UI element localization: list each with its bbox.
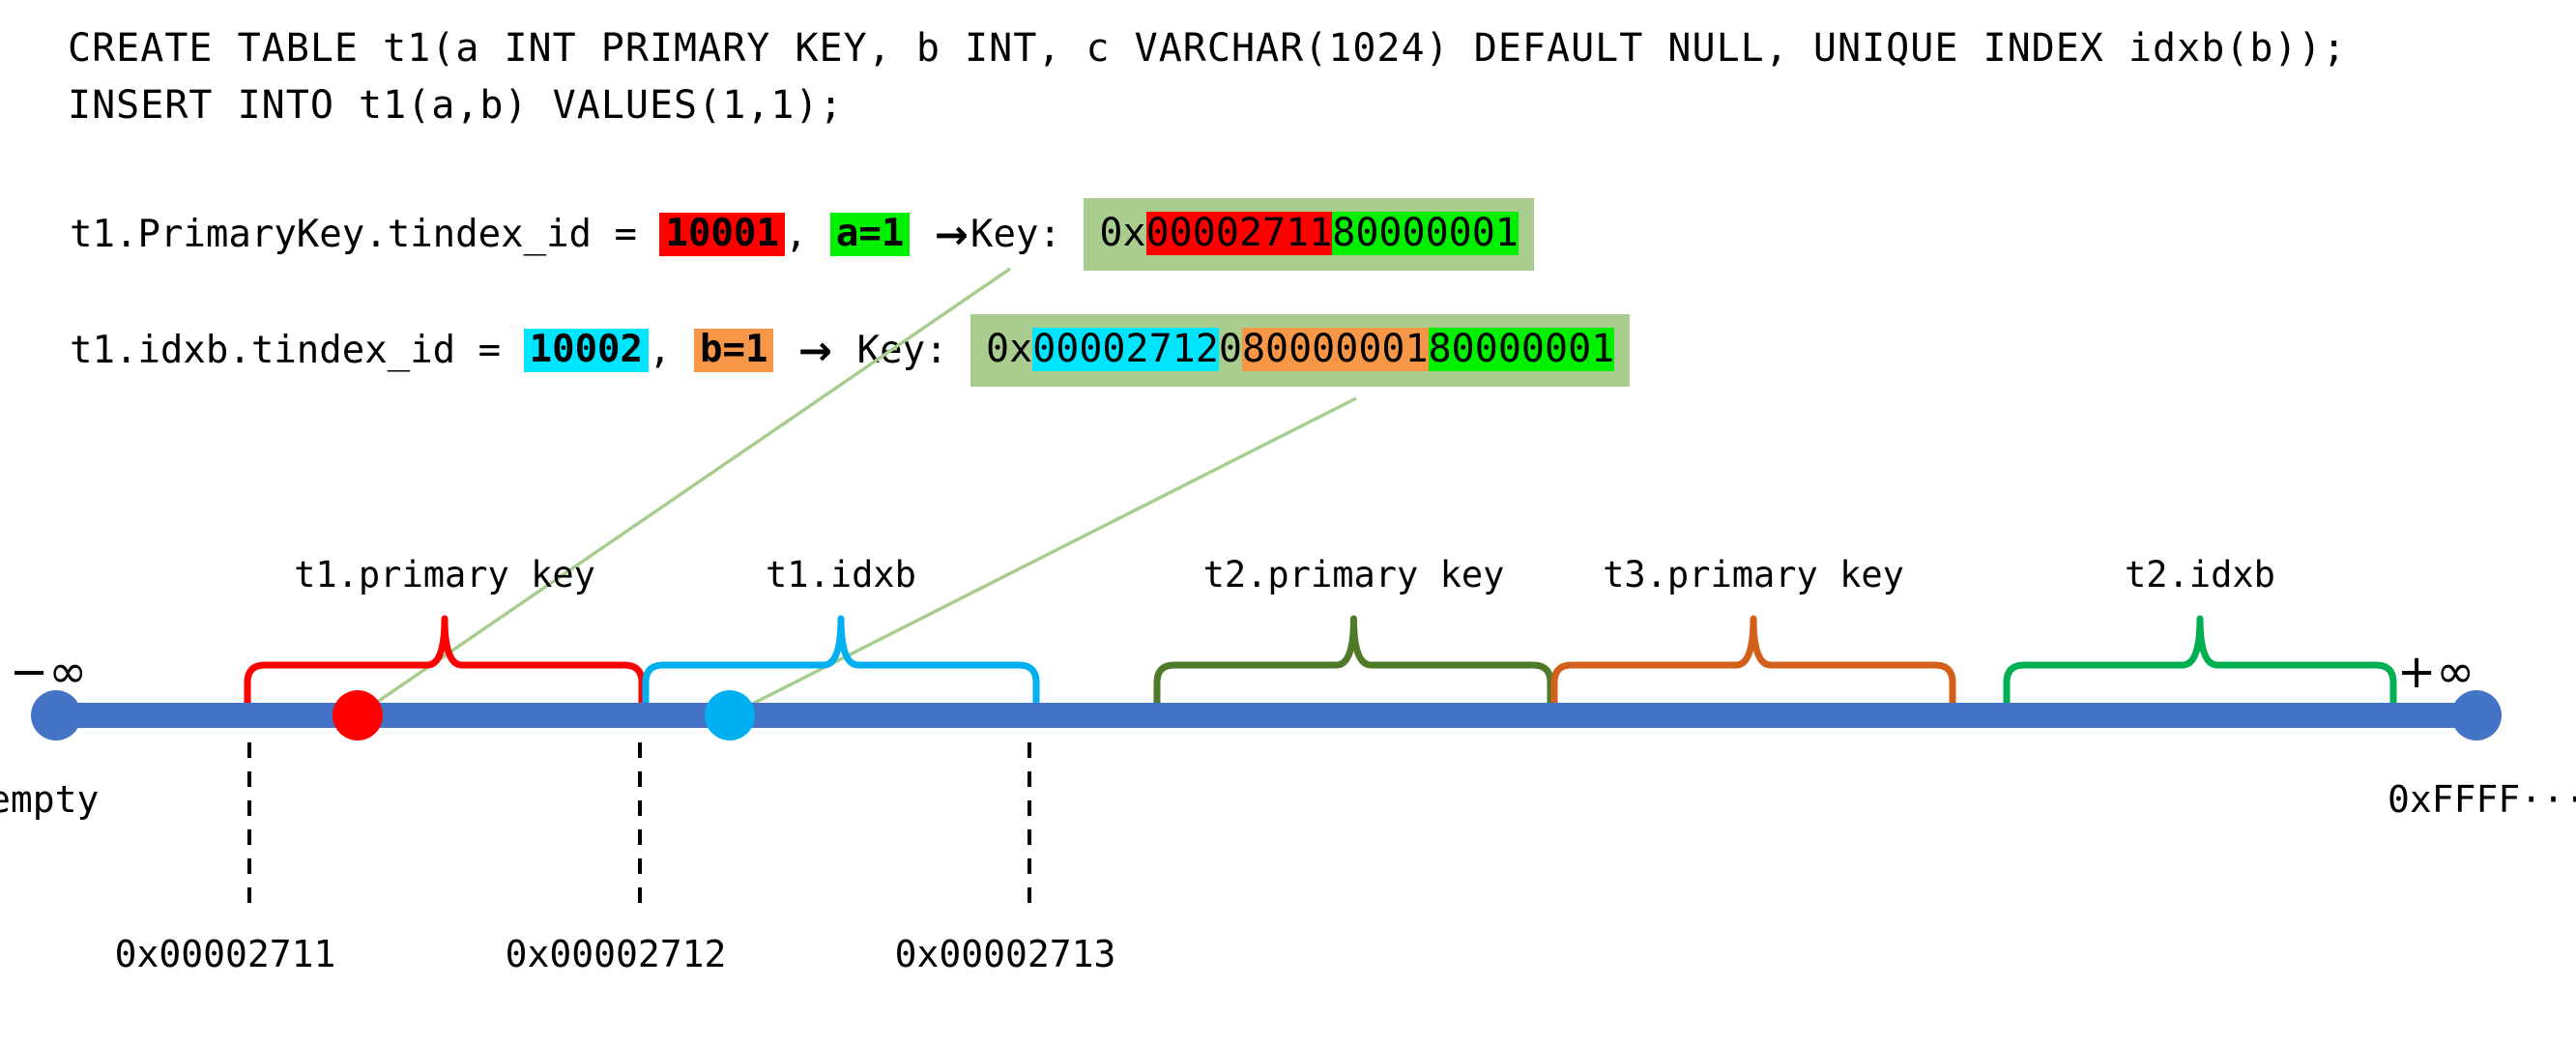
brace-label-3: t2.primary key [1202,554,1505,595]
key-row-2-comma: , [649,329,694,372]
key-row-2-segment-pad: 0 [1218,327,1242,371]
negative-infinity-label: −∞ [10,645,88,699]
brace-group [244,615,2397,710]
brace-2 [642,615,1040,710]
arrow-right-icon: → [797,326,833,374]
key-row-2-tindex-id: 10002 [523,329,650,372]
key-row-1-segment-rowid: 80000001 [1332,211,1519,255]
key-row-1-prefix: t1.PrimaryKey.tindex_id = [70,213,660,256]
sql-insert-statement: INSERT INTO t1(a,b) VALUES(1,1); [68,83,844,128]
key-row-primary-key: t1.PrimaryKey.tindex_id = 10001 , a=1 → … [70,198,1534,271]
tick-label-3: 0x00002713 [894,933,1116,975]
key-row-2-key-label: Key: [834,329,971,372]
key-row-idxb: t1.idxb.tindex_id = 10002 , b=1 → Key: 0… [70,314,1631,387]
tick-guide-group [247,742,1031,909]
key-row-1-key-label: Key: [970,213,1085,256]
brace-label-5: t2.idxb [2125,554,2275,595]
key-row-2-prefix: t1.idxb.tindex_id = [70,329,524,372]
axis-point-group [31,690,2502,740]
key-row-1-segment-tableid: 00002711 [1145,211,1333,255]
brace-label-2: t1.idxb [766,554,916,595]
key-row-2-segment-indexvalue: 80000001 [1241,327,1429,371]
brace-3 [1153,615,1554,710]
positive-infinity-label: +∞ [2397,645,2475,699]
max-key-label: 0xFFFF··· [2388,778,2576,821]
key-row-1-column-value: a=1 [829,213,911,256]
tick-label-1: 0x00002711 [114,933,336,975]
key-row-2-key-band: 0x 00002712 0 80000001 80000001 [970,314,1631,387]
sql-create-table-statement: CREATE TABLE t1(a INT PRIMARY KEY, b INT… [68,26,2347,71]
brace-label-4: t3.primary key [1603,554,1904,595]
brace-label-1: t1.primary key [294,554,595,595]
brace-1 [244,615,646,710]
key-row-2-column-value: b=1 [693,329,774,372]
brace-4 [1550,615,1956,710]
key-row-1-tindex-id: 10001 [659,213,785,256]
empty-range-label: empty [0,778,100,821]
t1-idxb-point [705,690,755,740]
tick-label-2: 0x00002712 [505,933,727,975]
key-row-2-segment-rowid: 80000001 [1428,327,1615,371]
key-row-2-hex-prefix: 0x [986,327,1033,371]
key-row-1-key-band: 0x 00002711 80000001 [1084,198,1534,271]
key-row-1-hex-prefix: 0x [1099,211,1146,255]
t1-primary-key-point [333,690,383,740]
key-row-2-segment-tableid: 00002712 [1032,327,1219,371]
brace-5 [2003,615,2397,710]
arrow-right-icon: → [934,210,969,258]
key-row-1-comma: , [784,213,830,256]
